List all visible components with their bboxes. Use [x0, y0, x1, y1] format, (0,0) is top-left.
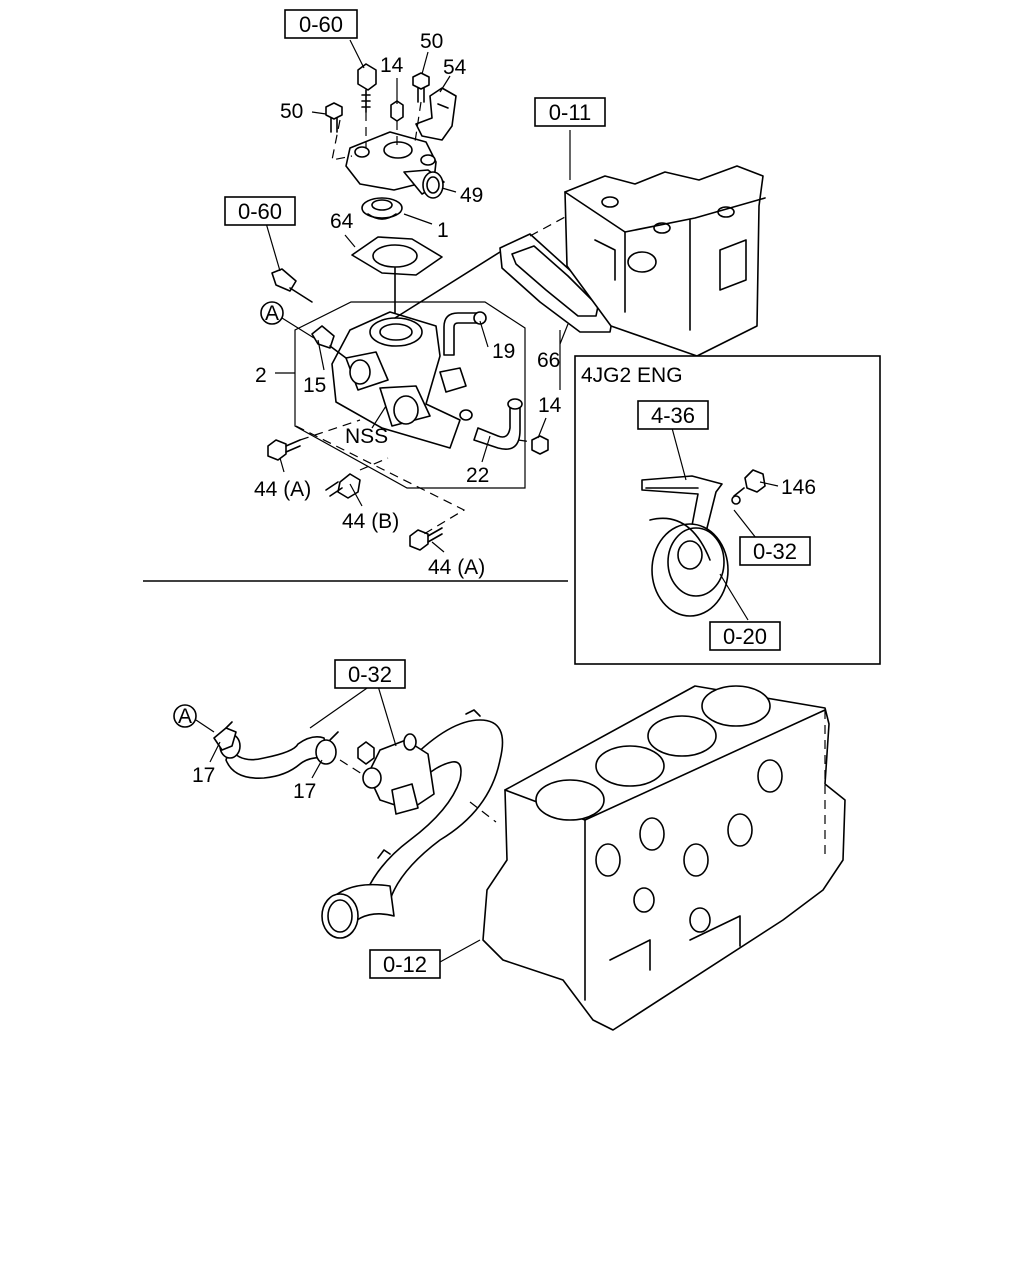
ref-0-20: 0-20	[723, 624, 767, 649]
gasket-66	[499, 233, 615, 333]
part-44a-lower: 44 (A)	[428, 556, 485, 579]
part-44b: 44 (B)	[342, 510, 399, 533]
hose-nipple-15	[311, 325, 347, 359]
pulley-0-20	[649, 517, 729, 617]
bolt-44a-lower	[409, 527, 443, 551]
lower-assembly	[213, 685, 846, 1031]
part-44a-upper: 44 (A)	[254, 478, 311, 501]
callout-a-upper-letter: A	[265, 302, 279, 325]
bolt-44b	[325, 473, 361, 499]
cylinder-head	[564, 165, 766, 357]
ref-box-4-36: 4-36	[637, 400, 709, 430]
inset-frame	[574, 355, 881, 665]
ref-0-60-top: 0-60	[299, 12, 343, 37]
ref-0-11: 0-11	[549, 100, 591, 125]
bolt-50-right	[412, 72, 430, 103]
part-66: 66	[537, 349, 560, 372]
part-1: 1	[437, 219, 449, 242]
part-50-left: 50	[280, 100, 303, 123]
pipe-22	[473, 398, 523, 450]
ref-0-32-inset: 0-32	[753, 539, 797, 564]
pipe-19	[443, 311, 487, 356]
ref-box-0-60-top: 0-60	[284, 9, 358, 39]
temperature-sensor-mid	[271, 268, 313, 303]
bolt-14-right	[531, 435, 549, 455]
part-14-top: 14	[380, 54, 404, 77]
callout-a-lower-letter: A	[178, 705, 192, 728]
temperature-sensor-top	[357, 63, 377, 113]
water-outlet-2	[331, 311, 473, 449]
ref-box-0-32-inset: 0-32	[739, 536, 811, 566]
ref-0-32-lower: 0-32	[348, 662, 392, 687]
bolt-146	[733, 469, 766, 497]
leader-lines	[195, 39, 779, 963]
ref-box-0-20: 0-20	[709, 621, 781, 651]
part-64: 64	[330, 210, 354, 233]
thermostat-housing-group	[267, 63, 615, 551]
water-pipe	[321, 709, 504, 939]
bracket-54	[415, 87, 457, 141]
cylinder-block	[482, 685, 846, 1031]
water-hose	[219, 733, 329, 779]
inset-title: 4JG2 ENG	[581, 364, 683, 387]
part-19: 19	[492, 340, 515, 363]
part-2: 2	[255, 364, 267, 387]
ref-box-0-32-lower: 0-32	[334, 659, 406, 689]
callout-a-lower: A	[173, 704, 197, 728]
part-50-right: 50	[420, 30, 443, 53]
ref-0-60-mid: 0-60	[238, 199, 282, 224]
lower-housing	[357, 733, 435, 815]
ref-box-0-11: 0-11	[534, 97, 606, 127]
part-22: 22	[466, 464, 489, 487]
part-14-right: 14	[538, 394, 562, 417]
gasket-64	[351, 236, 443, 276]
part-54: 54	[443, 56, 467, 79]
part-15: 15	[303, 374, 326, 397]
callout-a-upper: A	[260, 301, 284, 325]
part-17-mid: 17	[293, 780, 316, 803]
label-nss: NSS	[345, 425, 388, 448]
hose-clamp-17-left	[213, 721, 237, 751]
ref-0-12: 0-12	[383, 952, 427, 977]
bolt-44a-upper	[267, 439, 301, 461]
part-146: 146	[781, 476, 816, 499]
ref-4-36: 4-36	[651, 403, 695, 428]
inset-4jg2: 4JG2 ENG	[559, 330, 881, 665]
hose-clamp-17-mid	[315, 731, 339, 765]
thermostat-housing-49	[345, 131, 445, 199]
part-49: 49	[460, 184, 483, 207]
ref-box-0-60-mid: 0-60	[224, 196, 296, 226]
part-17-left: 17	[192, 764, 215, 787]
ref-box-0-12: 0-12	[369, 949, 441, 979]
thermostat-1	[361, 197, 403, 220]
bolt-50-left	[325, 102, 343, 133]
